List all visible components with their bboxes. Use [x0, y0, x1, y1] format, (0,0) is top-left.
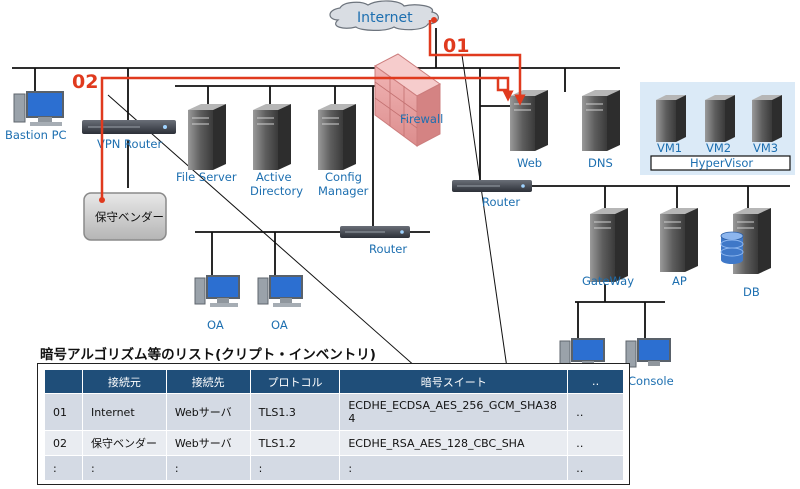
cell-more: ‥: [567, 430, 624, 456]
cell-no: 01: [44, 393, 83, 431]
config-manager-server: Config Manager: [318, 104, 369, 198]
cell-protocol: TLS1.3: [249, 393, 341, 431]
oa-pc-1: OA: [194, 275, 240, 332]
col-header-cipher-suite: 暗号スイート: [339, 369, 569, 394]
route-02-label: 02: [72, 71, 98, 93]
callout-lines: [107, 54, 509, 376]
inventory-table-frame: 接続元 接続先 プロトコル 暗号スイート ‥ 01 Internet Webサー…: [37, 363, 630, 485]
db-label: DB: [743, 285, 760, 299]
col-header-source: 接続元: [81, 369, 167, 394]
inventory-table: 接続元 接続先 プロトコル 暗号スイート ‥ 01 Internet Webサー…: [44, 369, 624, 481]
route-02: 02: [72, 71, 514, 203]
cell-protocol: TLS1.2: [249, 430, 341, 456]
gateway-label: GateWay: [582, 274, 634, 288]
ap-label: AP: [672, 274, 687, 288]
ap-server: AP: [660, 208, 698, 288]
file-server: File Server: [176, 104, 237, 184]
gateway-server: GateWay: [582, 208, 634, 288]
col-header-more: ‥: [567, 369, 624, 394]
col-header-protocol: プロトコル: [249, 369, 341, 394]
table-row: 02 保守ベンダー Webサーバ TLS1.2 ECDHE_RSA_AES_12…: [44, 430, 624, 456]
cell-suite: :: [339, 455, 569, 481]
cell-source: :: [81, 455, 167, 481]
file-server-label: File Server: [176, 170, 237, 184]
route-01: 01: [428, 17, 526, 106]
center-router: Router: [340, 226, 410, 256]
center-router-label: Router: [369, 242, 407, 256]
cell-destination: Webサーバ: [165, 393, 251, 431]
cell-more: ‥: [567, 455, 624, 481]
right-router-label: Router: [482, 195, 520, 209]
cell-source: 保守ベンダー: [81, 430, 167, 456]
cell-no: 02: [44, 430, 83, 456]
active-directory-label-2: Directory: [250, 184, 303, 198]
active-directory-label-1: Active: [256, 170, 292, 184]
active-directory-server: Active Directory: [250, 104, 303, 198]
console-pc-2: Console: [625, 338, 674, 388]
cell-destination: :: [165, 455, 251, 481]
database-icon: DB: [720, 231, 760, 299]
bastion-pc-label: Bastion PC: [5, 128, 67, 142]
cell-no: :: [44, 455, 83, 481]
firewall: Firewall: [374, 53, 443, 147]
bastion-pc: Bastion PC: [5, 91, 67, 142]
cell-more: ‥: [567, 393, 624, 431]
vm3-label: VM3: [753, 141, 778, 155]
inventory-title: 暗号アルゴリズム等のリスト(クリプト・インベントリ): [40, 347, 376, 363]
vm2-label: VM2: [706, 141, 731, 155]
route-01-label: 01: [443, 35, 469, 57]
col-header-no: [44, 369, 83, 394]
dns-server: DNS: [582, 90, 620, 170]
web-server: Web: [510, 90, 548, 170]
dns-label: DNS: [588, 156, 613, 170]
table-row: : : : : : ‥: [44, 455, 624, 481]
hypervisor: HyperVisor: [650, 155, 791, 171]
vpn-router-label: VPN Router: [97, 137, 162, 151]
cell-destination: Webサーバ: [165, 430, 251, 456]
console-label: Console: [628, 374, 674, 388]
config-manager-label-2: Manager: [318, 184, 369, 198]
internet-cloud: Internet: [329, 0, 439, 31]
table-header-row: 接続元 接続先 プロトコル 暗号スイート ‥: [44, 369, 624, 394]
hypervisor-label: HyperVisor: [690, 156, 753, 170]
maintenance-vendor-label: 保守ベンダー: [95, 210, 164, 224]
internet-label: Internet: [357, 10, 413, 26]
vpn-router: VPN Router: [82, 120, 176, 151]
cell-source: Internet: [81, 393, 167, 431]
vm3-server: VM3: [752, 95, 782, 155]
cell-protocol: :: [249, 455, 341, 481]
oa-pc-2: OA: [257, 275, 303, 332]
web-label: Web: [517, 156, 542, 170]
maintenance-vendor: 保守ベンダー: [83, 192, 167, 241]
cell-suite: ECDHE_RSA_AES_128_CBC_SHA: [339, 430, 569, 456]
vm2-server: VM2: [705, 95, 735, 155]
table-row: 01 Internet Webサーバ TLS1.3 ECDHE_ECDSA_AE…: [44, 393, 624, 431]
vm1-label: VM1: [657, 141, 682, 155]
right-router: Router: [452, 180, 532, 209]
col-header-destination: 接続先: [165, 369, 251, 394]
vm1-server: VM1: [656, 95, 686, 155]
firewall-label: Firewall: [400, 112, 443, 126]
oa-1-label: OA: [207, 318, 224, 332]
oa-2-label: OA: [271, 318, 288, 332]
cell-suite: ECDHE_ECDSA_AES_256_GCM_SHA384: [339, 393, 569, 431]
config-manager-label-1: Config: [325, 170, 362, 184]
